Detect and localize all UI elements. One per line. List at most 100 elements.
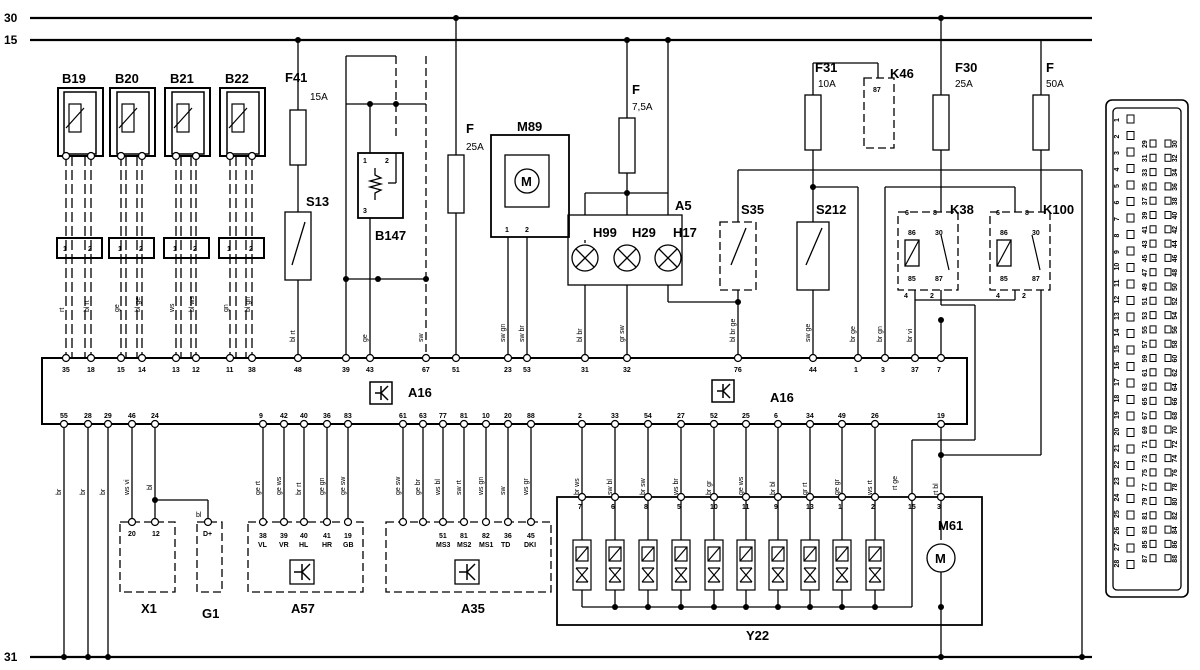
ecu-bottom-pin (503, 419, 513, 429)
ecu-bottom-pin (299, 419, 309, 429)
y22-pin-number: 10 (710, 504, 718, 511)
injector-coil-diag (707, 546, 721, 562)
ecu-bottom-wire-color: ws vi (124, 479, 131, 496)
connector-pin-number: 63 (1142, 383, 1149, 391)
k100-pin-4: 4 (996, 293, 1000, 300)
a35-pin-number: 81 (460, 533, 468, 540)
ecu-top-pin (522, 353, 532, 363)
k38-pin-30: 30 (935, 230, 943, 237)
a35-pin-signal: MS2 (457, 542, 472, 549)
injector-coil-icon (707, 546, 721, 562)
ecu-top-pin (86, 353, 96, 363)
connector-pin-number: 27 (1114, 543, 1121, 551)
y22-pin (773, 492, 783, 502)
sensor-pin-2: 2 (193, 246, 197, 253)
injector-coil-diag (608, 546, 622, 562)
ecu-top-pin-number: 32 (623, 367, 631, 374)
connector-pin-number: 69 (1142, 426, 1149, 434)
connector-pin (1126, 494, 1135, 503)
injector-coil-icon (868, 546, 882, 562)
ecu-top-pin (225, 353, 235, 363)
connector-pin-number: 61 (1142, 369, 1149, 377)
connector-pin-number: 29 (1142, 140, 1149, 148)
connector-pin (1149, 539, 1157, 548)
resistor-arrow-icon (118, 107, 138, 129)
injector-icon (768, 539, 788, 591)
connector-pin-number: 78 (1172, 483, 1179, 491)
ecu-top-pin-number: 1 (854, 367, 858, 374)
k46-pin-87: 87 (873, 87, 881, 94)
k38-pin-8: 8 (933, 210, 937, 217)
connector-pin (1126, 147, 1135, 157)
a35-pin (459, 517, 469, 527)
ecu-bottom-pin-number: 34 (806, 413, 814, 420)
a57-pin (299, 517, 309, 527)
ecu-bottom-pin (398, 419, 408, 429)
connector-pin-number: 48 (1172, 269, 1179, 277)
a57-pin-signal: VR (279, 542, 289, 549)
injector-icon (832, 539, 852, 591)
ecu-bottom-pin-number: 81 (460, 413, 468, 420)
a35-pin-number: 45 (527, 533, 535, 540)
a57-pin-signal: HR (322, 542, 332, 549)
sensor-pin-2: 2 (139, 246, 143, 253)
rail-31-label: 31 (4, 650, 18, 664)
y22-pin (805, 492, 815, 502)
a35-pin-signal: DKI (524, 542, 536, 549)
connector-pin (1164, 139, 1172, 148)
ecu-top-pin-number: 23 (504, 367, 512, 374)
injector-coil-diag (739, 546, 753, 562)
k100-pin-87: 87 (1032, 276, 1040, 283)
ecu-bottom-pin (322, 419, 332, 429)
connector-pin (1126, 246, 1135, 256)
connector-pin (1126, 560, 1135, 569)
ecu-top-wire-color: br ge (850, 326, 857, 342)
connector-pin (1164, 311, 1172, 320)
x1-pin-12: 12 (152, 531, 160, 538)
ecu-bottom-pin-number: 2 (578, 413, 582, 420)
junction-dot (624, 37, 630, 43)
ecu-top-pin-number: 48 (294, 367, 302, 374)
module-a5-label: A5 (675, 198, 692, 213)
ecu-bottom-pin-number: 88 (527, 413, 535, 420)
k38-pin-4: 4 (904, 293, 908, 300)
ecu-bottom-wire-color: gr rt (802, 483, 809, 496)
sensor-b20-label: B20 (115, 71, 139, 86)
ecu-top-pin (451, 353, 461, 363)
sensor-terminal (61, 151, 71, 161)
connector-pin (1126, 197, 1135, 206)
connector-pin-number: 31 (1142, 154, 1149, 162)
switch-s13-label: S13 (306, 194, 329, 209)
connector-pin (1164, 396, 1172, 405)
injector-coil-diag (835, 546, 849, 562)
ecu-top-wire-color: sw ge (805, 324, 812, 342)
connector-pin-number: 84 (1172, 526, 1179, 534)
injector-coil-icon (771, 546, 785, 562)
ecu-top-pin-number: 44 (809, 367, 817, 374)
b147-pin-2: 2 (385, 158, 389, 165)
rail-30-label: 30 (4, 11, 18, 25)
connector-pin-number: 10 (1114, 263, 1121, 271)
a35-pin (418, 517, 428, 527)
connector-pin-number: 71 (1142, 440, 1149, 448)
connector-pin (1164, 368, 1172, 377)
sensor-wire-color: bl rt (84, 300, 91, 312)
connector-pin-number: 62 (1172, 369, 1179, 377)
connector-pin-number: 51 (1142, 297, 1149, 305)
connector-pin (1149, 211, 1157, 219)
sensor-pin-2: 2 (249, 246, 253, 253)
connector-pin (1164, 282, 1172, 291)
connector-pin (1149, 311, 1157, 320)
injector-coil-diag (674, 546, 688, 562)
connector-pin (1149, 282, 1157, 291)
ecu-top-pin-number: 18 (87, 367, 95, 374)
a57-pin-number: 40 (300, 533, 308, 540)
junction-dot (295, 37, 301, 43)
connector-pin (1149, 339, 1157, 348)
ecu-top-pin-number: 37 (911, 367, 919, 374)
ecu-top-wire-color: sw gn (500, 324, 507, 342)
ecu-top-pin-number: 13 (172, 367, 180, 374)
m89-pin-1: 1 (505, 227, 509, 234)
ecu-bottom-wire-color: br (100, 488, 107, 495)
ecu-bottom-wire-color: ge gn (319, 477, 326, 495)
